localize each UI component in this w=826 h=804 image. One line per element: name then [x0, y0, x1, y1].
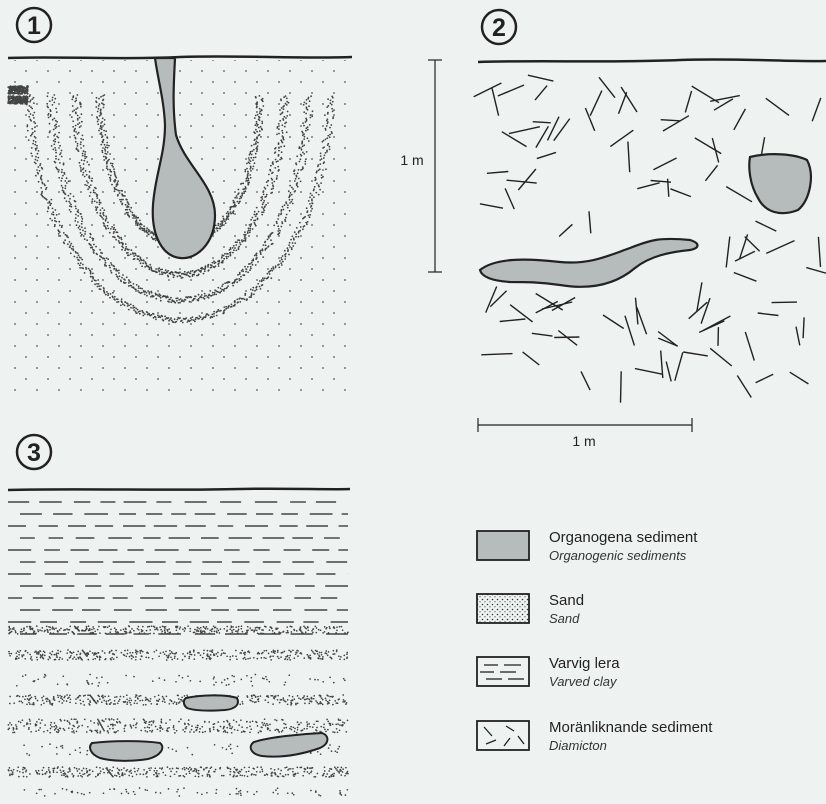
- panel-1-sand-injection: 1: [0, 0, 360, 400]
- legend-item-organic: Organogena sediment Organogenic sediment…: [476, 526, 816, 570]
- ground-surface-line: [8, 56, 352, 58]
- organic-clast: [90, 741, 162, 761]
- sand-layers: [7, 625, 348, 797]
- ground-surface-line: [8, 489, 350, 490]
- panel-number: 2: [492, 14, 506, 42]
- legend-item-diamicton: Moränliknande sediment Diamicton: [476, 716, 816, 760]
- organic-clast: [251, 733, 328, 757]
- legend-label: Sand: [549, 591, 584, 610]
- organic-clast: [749, 154, 811, 213]
- legend-item-sand: Sand Sand: [476, 589, 816, 633]
- legend-sublabel: Diamicton: [549, 737, 712, 755]
- diamicton-dashes: [474, 75, 826, 403]
- varved-clay-dashes: [8, 502, 348, 634]
- vertical-scale-label: 1 m: [400, 152, 423, 168]
- panel-number: 3: [27, 439, 41, 467]
- panel-number: 1: [27, 12, 41, 40]
- organic-clast: [184, 695, 238, 710]
- horizontal-scale-label: 1 m: [572, 433, 595, 449]
- ground-surface-line: [478, 59, 826, 62]
- panel-2-diamicton: 2 1 m 1 m: [360, 0, 826, 470]
- sand-swatch: [476, 593, 530, 624]
- legend-sublabel: Organogenic sediments: [549, 547, 697, 565]
- legend-label: Moränliknande sediment: [549, 718, 712, 737]
- organic-lens: [480, 239, 698, 287]
- diamicton-swatch: [476, 720, 530, 751]
- panel-3-varved-clay: 3: [0, 430, 360, 804]
- legend-label: Organogena sediment: [549, 528, 697, 547]
- legend-label: Varvig lera: [549, 654, 620, 673]
- legend-sublabel: Sand: [549, 610, 584, 628]
- organic-swatch: [476, 530, 530, 561]
- legend-item-varved-clay: Varvig lera Varved clay: [476, 652, 816, 696]
- legend-sublabel: Varved clay: [549, 673, 620, 691]
- clay-swatch: [476, 656, 530, 687]
